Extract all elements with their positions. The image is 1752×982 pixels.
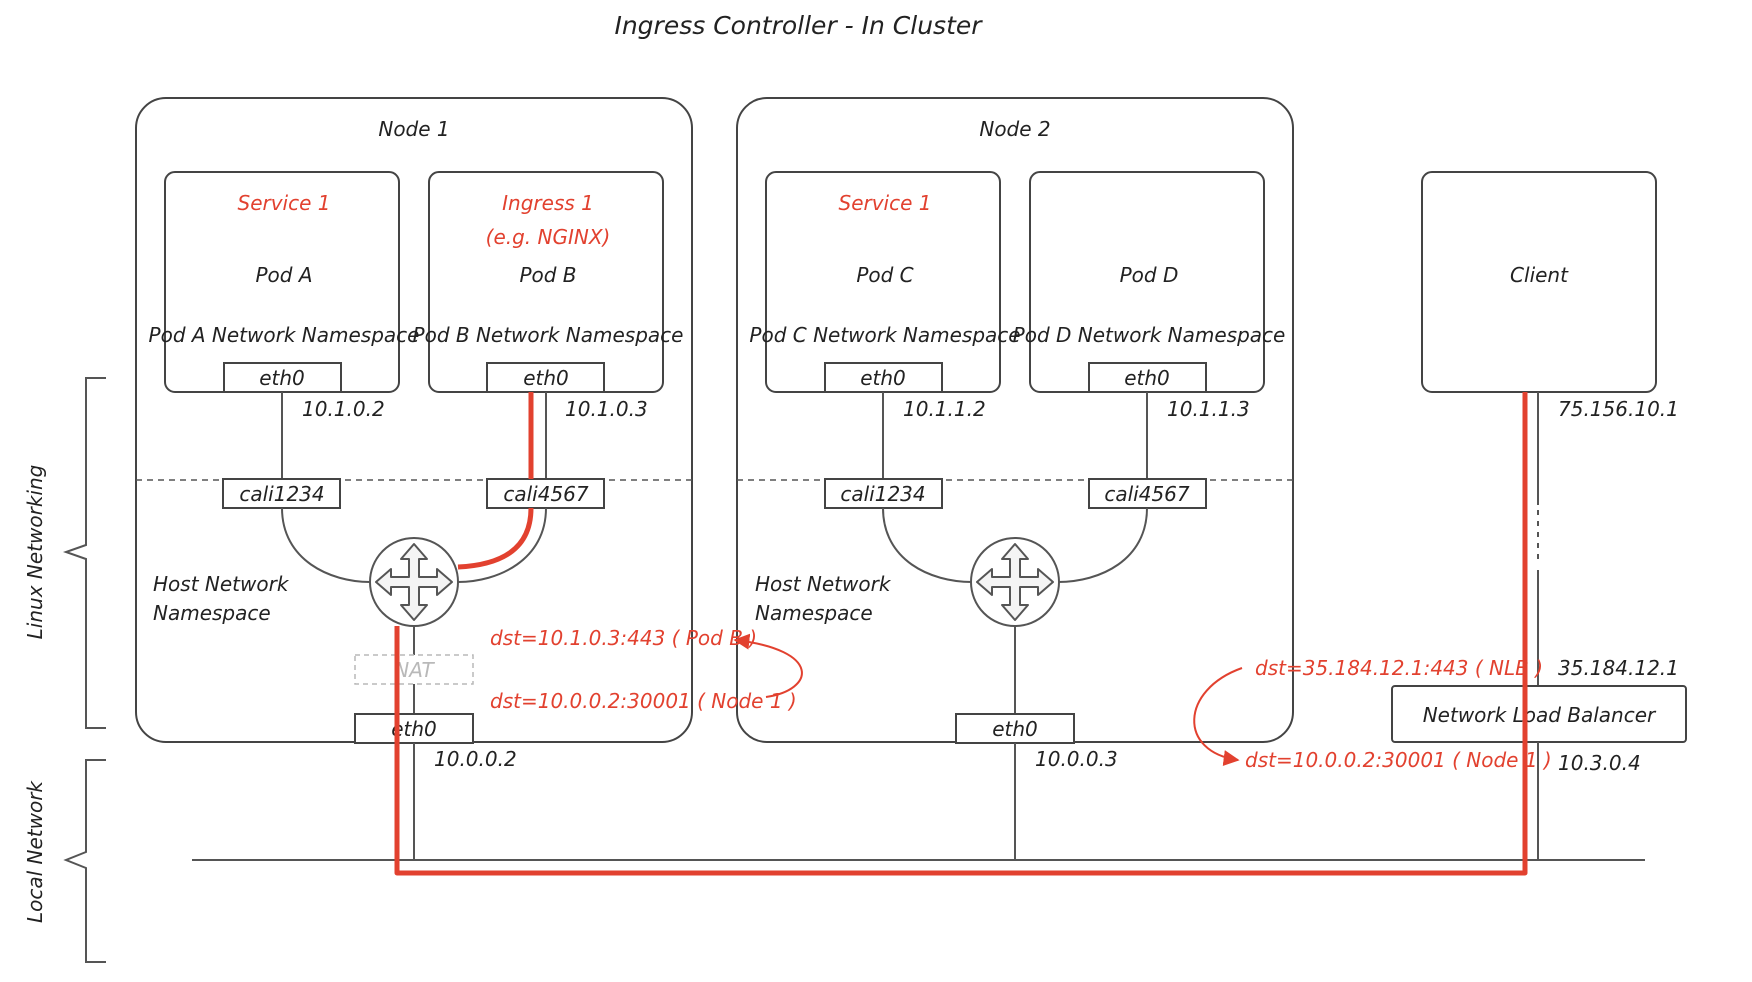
pod-d-eth0: eth0 xyxy=(1124,366,1170,390)
nlb-rewrite-arrow xyxy=(1193,667,1243,767)
pod-b-role: Ingress 1 xyxy=(502,191,594,215)
nlb-label: Network Load Balancer xyxy=(1423,703,1657,727)
linux-networking-brace xyxy=(62,377,106,729)
pod-c-veth: cali1234 xyxy=(840,482,925,506)
pod-b-role-detail: (e.g. NGINX) xyxy=(486,225,611,249)
pod-a-namespace: Pod A Network Namespace xyxy=(149,323,420,347)
pod-b: Ingress 1 (e.g. NGINX) Pod B Pod B Netwo… xyxy=(413,171,684,393)
node-2-title: Node 2 xyxy=(979,117,1050,141)
nat-rewrite-arrow xyxy=(733,633,803,698)
node-1: Node 1 Service 1 Pod A Pod A Network Nam… xyxy=(135,97,693,744)
traffic-path-client-to-node1 xyxy=(394,392,1528,876)
pod-a-eth0: eth0 xyxy=(259,366,305,390)
network-load-balancer: Network Load Balancer xyxy=(1391,685,1687,743)
local-network-brace xyxy=(63,759,106,963)
pod-b-eth0: eth0 xyxy=(523,366,569,390)
pod-b-ip: 10.1.0.3 xyxy=(565,397,648,421)
nlb-private-ip: 10.3.0.4 xyxy=(1558,751,1641,775)
pod-a-name: Pod A xyxy=(255,263,312,287)
client-ip: 75.156.10.1 xyxy=(1558,397,1679,421)
cali4567-to-router xyxy=(1057,507,1148,583)
nat-dst-before: dst=10.0.0.2:30001 ( Node 1 ) xyxy=(490,689,797,713)
pod-c-eth0: eth0 xyxy=(860,366,906,390)
pod-b-namespace: Pod B Network Namespace xyxy=(413,323,684,347)
node-2-router-icon xyxy=(970,537,1060,627)
cali4567-to-router xyxy=(457,507,547,583)
nlb-dst-before: dst=35.184.12.1:443 ( NLB ) xyxy=(1255,656,1543,680)
pod-c-name: Pod C xyxy=(856,263,913,287)
pod-c-ip: 10.1.1.2 xyxy=(903,397,986,421)
nat-box xyxy=(354,654,474,685)
node-1-host-namespace-line1: Host Network xyxy=(153,572,290,596)
pod-d-namespace: Pod D Network Namespace xyxy=(1013,323,1286,347)
node-1-router-icon xyxy=(369,537,459,627)
pod-d: Pod D Pod D Network Namespace eth0 xyxy=(1013,171,1286,393)
pod-a: Service 1 Pod A Pod A Network Namespace … xyxy=(149,171,420,393)
pod-b-name: Pod B xyxy=(519,263,576,287)
pod-c-namespace: Pod C Network Namespace xyxy=(749,323,1020,347)
node-1-ip: 10.0.0.2 xyxy=(434,747,517,771)
pod-c: Service 1 Pod C Pod C Network Namespace … xyxy=(749,171,1021,393)
nlb-dst-after: dst=10.0.0.2:30001 ( Node 1 ) xyxy=(1245,748,1552,772)
nat-label: NAT xyxy=(394,658,435,682)
linux-networking-label: Linux Networking xyxy=(23,465,47,640)
node-1-host-namespace-line2: Namespace xyxy=(153,601,271,625)
pod-a-ip: 10.1.0.2 xyxy=(302,397,385,421)
pod-a-veth: cali1234 xyxy=(239,482,324,506)
node-2-ip: 10.0.0.3 xyxy=(1035,747,1118,771)
client: Client xyxy=(1421,171,1657,393)
client-name: Client xyxy=(1510,263,1569,287)
node-1-title: Node 1 xyxy=(378,117,449,141)
cali1234-to-router xyxy=(281,507,371,583)
cali1234-to-router xyxy=(882,507,973,583)
pod-d-ip: 10.1.1.3 xyxy=(1167,397,1250,421)
local-network-label: Local Network xyxy=(23,780,47,923)
pod-b-veth: cali4567 xyxy=(503,482,589,506)
node-2-host-namespace-line2: Namespace xyxy=(755,601,873,625)
node-2-host-namespace-line1: Host Network xyxy=(755,572,892,596)
nlb-public-ip: 35.184.12.1 xyxy=(1558,656,1679,680)
node-2: Node 2 Service 1 Pod C Pod C Network Nam… xyxy=(736,97,1294,744)
diagram-title: Ingress Controller - In Cluster xyxy=(614,11,983,40)
nat-dst-after: dst=10.1.0.3:443 ( Pod B ) xyxy=(490,626,757,650)
pod-c-role: Service 1 xyxy=(839,191,932,215)
traffic-path-router-to-pod-b xyxy=(457,507,534,570)
pod-d-name: Pod D xyxy=(1120,263,1179,287)
pod-a-role: Service 1 xyxy=(238,191,331,215)
pod-d-veth: cali4567 xyxy=(1104,482,1190,506)
node-2-eth0: eth0 xyxy=(992,717,1038,741)
